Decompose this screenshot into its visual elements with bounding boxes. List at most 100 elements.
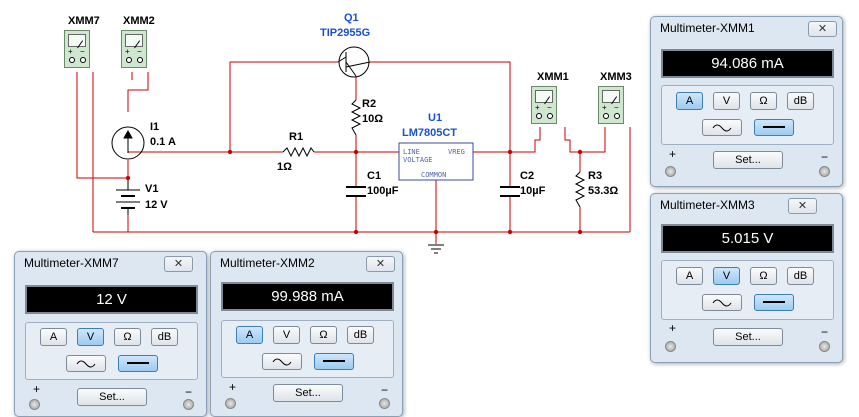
voltmeter-mode-button[interactable]: V [713,267,740,285]
set-button[interactable]: Set... [77,388,147,406]
xmm7-label: XMM7 [68,15,100,27]
v1-battery [116,180,140,215]
q1-part-label: TIP2955G [320,27,371,39]
ac-coupling-button[interactable] [66,355,106,372]
u1-pin-line: LINE [403,148,420,156]
r2-value-label: 10Ω [362,113,384,125]
plus-terminal-label: + [229,380,237,394]
r3-ref-label: R3 [588,170,603,182]
u1-part-label: LM7805CT [402,127,458,139]
set-button[interactable]: Set... [273,384,343,402]
dc-coupling-button[interactable] [314,353,354,370]
dc-line-icon [323,360,345,362]
ac-coupling-button[interactable] [702,119,742,136]
plus-terminal[interactable] [29,399,40,410]
minus-terminal[interactable] [379,398,390,409]
ac-wave-icon [712,299,732,307]
v1-ref-label: V1 [145,183,159,195]
xmm1-meter-icon[interactable]: +− [531,86,557,124]
r2-resistor [350,99,362,136]
minus-terminal[interactable] [183,399,194,410]
xmm3-label: XMM3 [600,71,632,83]
minus-terminal-label: − [821,325,829,339]
window-title: Multimeter-XMM1 [660,21,755,35]
ohmmeter-mode-button[interactable]: Ω [114,328,141,346]
minus-terminal-label: − [381,383,389,397]
dc-coupling-button[interactable] [754,119,794,136]
db-mode-button[interactable]: dB [787,92,814,110]
xmm3-meter-icon[interactable]: +− [598,86,624,124]
close-button[interactable]: ✕ [366,256,395,272]
q1-ref-label: Q1 [344,12,359,24]
u1-pin-common: COMMON [421,171,447,179]
ammeter-mode-button[interactable]: A [236,326,263,344]
plus-terminal-label: + [669,321,677,335]
voltmeter-mode-button[interactable]: V [713,92,740,110]
i1-ref-label: I1 [150,121,160,133]
xmm2-label: XMM2 [123,15,155,27]
c1-value-label: 100µF [367,185,399,197]
dc-line-icon [127,362,149,364]
plus-terminal[interactable] [665,341,676,352]
ammeter-mode-button[interactable]: A [676,92,703,110]
meter-reading-display: 94.086 mA [661,49,834,78]
set-button[interactable]: Set... [713,151,783,169]
voltmeter-mode-button[interactable]: V [273,326,300,344]
window-title: Multimeter-XMM2 [220,256,315,270]
ammeter-mode-button[interactable]: A [676,267,703,285]
plus-terminal[interactable] [225,398,236,409]
window-title: Multimeter-XMM7 [24,256,119,270]
multimeter-xmm3-window[interactable]: Multimeter-XMM3 ✕ 5.015 V A V Ω dB + − S… [650,193,843,363]
plus-terminal-label: + [669,147,677,161]
db-mode-button[interactable]: dB [347,326,374,344]
xmm2-meter-icon[interactable]: +− [121,30,147,68]
minus-terminal-label: − [185,385,193,399]
meter-reading-display: 5.015 V [661,224,834,253]
r1-resistor [282,146,315,158]
u1-ref-label: U1 [428,112,443,124]
c2-capacitor [500,186,520,197]
ac-coupling-button[interactable] [702,294,742,311]
settings-panel: A V Ω dB [25,322,198,380]
dc-coupling-button[interactable] [118,355,158,372]
xmm1-label: XMM1 [537,71,569,83]
ohmmeter-mode-button[interactable]: Ω [750,267,777,285]
close-button[interactable]: ✕ [788,198,817,214]
u1-pin-vreg: VREG [448,148,465,156]
multimeter-xmm7-window[interactable]: Multimeter-XMM7 ✕ 12 V A V Ω dB + − Set.… [14,251,207,417]
ac-wave-icon [272,358,292,366]
close-button[interactable]: ✕ [808,21,837,37]
db-mode-button[interactable]: dB [787,267,814,285]
dc-coupling-button[interactable] [754,294,794,311]
u1-regulator [398,142,474,181]
ohmmeter-mode-button[interactable]: Ω [310,326,337,344]
close-button[interactable]: ✕ [164,256,193,272]
r3-value-label: 53.3Ω [588,185,619,197]
i1-current-source [111,126,145,160]
voltmeter-mode-button[interactable]: V [77,328,104,346]
db-mode-button[interactable]: dB [151,328,178,346]
ac-wave-icon [712,124,732,132]
ground-symbol [428,244,444,254]
xmm7-meter-icon[interactable]: +− [64,30,90,68]
set-button[interactable]: Set... [713,328,783,346]
plus-terminal-label: + [33,382,41,396]
c1-capacitor [346,186,366,197]
ohmmeter-mode-button[interactable]: Ω [750,92,777,110]
ammeter-mode-button[interactable]: A [40,328,67,346]
c2-ref-label: C2 [520,170,535,182]
multimeter-xmm1-window[interactable]: Multimeter-XMM1 ✕ 94.086 mA A V Ω dB + −… [650,16,843,187]
minus-terminal[interactable] [819,341,830,352]
ac-wave-icon [76,360,96,368]
minus-terminal[interactable] [819,166,830,177]
c1-ref-label: C1 [367,170,382,182]
plus-terminal[interactable] [665,166,676,177]
ac-coupling-button[interactable] [262,353,302,370]
r1-ref-label: R1 [289,131,304,143]
settings-panel: A V Ω dB [661,260,834,320]
r3-resistor [574,171,586,208]
r1-value-label: 1Ω [277,161,292,173]
multimeter-xmm2-window[interactable]: Multimeter-XMM2 ✕ 99.988 mA A V Ω dB + −… [210,251,403,417]
meter-reading-display: 12 V [25,285,198,314]
